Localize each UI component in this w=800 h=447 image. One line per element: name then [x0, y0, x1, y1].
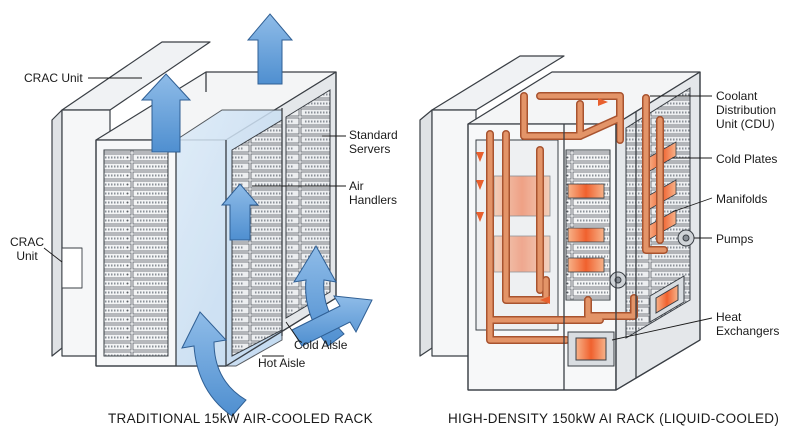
pump-icon	[609, 229, 695, 289]
standard-servers-line-1: Standard	[349, 128, 398, 142]
cdu-line-3: Unit (CDU)	[716, 117, 775, 131]
cdu-label: Coolant Distribution Unit (CDU)	[716, 89, 776, 131]
right-leader-lines	[611, 95, 713, 341]
crac-unit-top-label: CRAC Unit	[24, 71, 83, 85]
coolant-flow-arrow-icon	[476, 98, 608, 304]
air-handlers-label: Air Handlers	[349, 179, 397, 207]
left-caption: TRADITIONAL 15kW AIR-COOLED RACK	[108, 411, 373, 426]
coolant-pipes	[486, 92, 668, 344]
left-crac-unit	[51, 41, 211, 357]
crac-unit-side-line-1: CRAC	[10, 235, 45, 249]
left-leader-lines	[43, 77, 346, 357]
heat-exchangers-line-1: Heat	[716, 310, 742, 324]
cdu-line-1: Coolant	[716, 89, 758, 103]
cdu-line-2: Distribution	[716, 103, 777, 117]
standard-servers-line-2: Servers	[349, 142, 391, 156]
standard-servers-label: Standard Servers	[349, 128, 398, 156]
air-flow-arrow-icon	[181, 245, 373, 417]
hot-aisle-label: Hot Aisle	[258, 356, 306, 370]
heat-exchangers-line-2: Exchangers	[716, 324, 780, 338]
hot-air-arrow-icon	[140, 13, 294, 241]
manifolds-label: Manifolds	[716, 192, 768, 206]
air-handlers-line-2: Handlers	[349, 193, 398, 207]
heat-exchangers	[567, 275, 685, 367]
right-frame-posts	[467, 72, 701, 391]
air-handlers-line-1: Air	[349, 179, 364, 193]
cold-aisle-label: Cold Aisle	[294, 338, 348, 352]
crac-unit-side-line-2: Unit	[16, 249, 38, 263]
right-caption: HIGH-DENSITY 150kW AI RACK (LIQUID-COOLE…	[448, 411, 780, 426]
heat-exchangers-label: Heat Exchangers	[716, 310, 779, 338]
crac-unit-side-label: CRAC Unit	[10, 235, 44, 263]
pumps-label: Pumps	[716, 232, 754, 246]
cold-plates-label: Cold Plates	[716, 152, 778, 166]
